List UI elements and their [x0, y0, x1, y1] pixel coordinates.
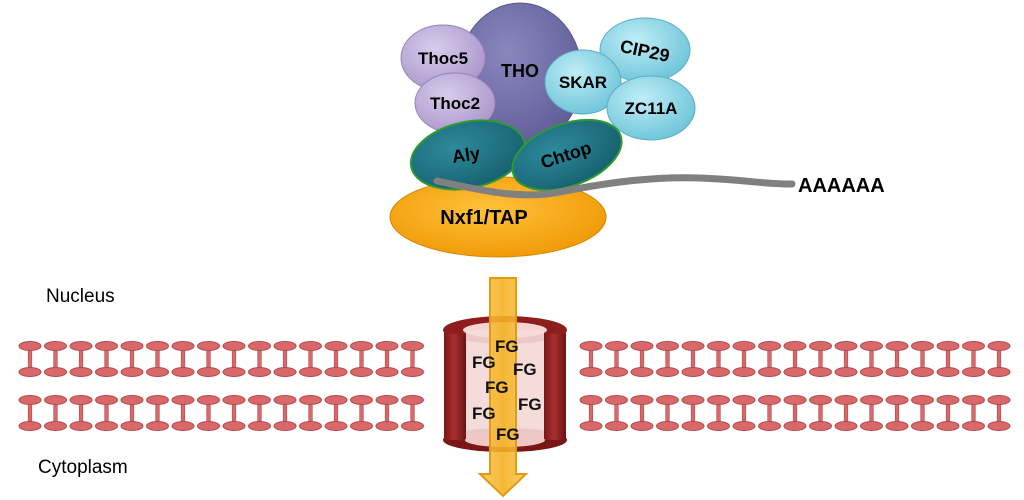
lipid-unit [630, 395, 654, 431]
lipid-unit [605, 395, 628, 431]
export-arrow-shape [477, 277, 529, 498]
tho-label: THO [501, 61, 539, 81]
lipid-unit [732, 341, 756, 377]
lipid-unit [707, 395, 730, 431]
fg-label: FG [472, 404, 496, 423]
lipid-unit [95, 341, 118, 377]
lipid-unit [44, 341, 67, 377]
lipid-unit [197, 395, 220, 431]
zc11a-protein [606, 75, 696, 141]
lipid-unit [324, 341, 348, 377]
fg-label: FG [495, 337, 519, 356]
lipid-unit [783, 341, 807, 377]
lipid-unit [18, 395, 42, 431]
lipid-unit [299, 341, 322, 377]
skar-label: SKAR [559, 73, 607, 92]
lipid-unit [273, 341, 297, 377]
nucleus-label: Nucleus [46, 286, 115, 307]
lipid-unit [860, 395, 883, 431]
lipid-unit [605, 341, 628, 377]
lipid-unit [962, 341, 985, 377]
lipid-unit [834, 341, 858, 377]
pore-front-right [544, 334, 566, 440]
lipid-unit [375, 395, 399, 431]
trex-complex: THO Thoc5 Thoc2 CIP29 SKAR ZC11A Nxf1/TA… [389, 2, 885, 258]
lipid-unit [95, 395, 118, 431]
lipid-unit [350, 341, 373, 377]
lipid-unit [885, 395, 909, 431]
lipid-unit [758, 395, 781, 431]
lipid-unit [401, 341, 424, 377]
thoc5-label: Thoc5 [418, 49, 468, 68]
lipid-unit [936, 395, 960, 431]
aly-label: Aly [451, 143, 482, 167]
lipid-unit [758, 341, 781, 377]
fg-label: FG [513, 360, 537, 379]
lipid-unit [911, 341, 934, 377]
fg-label: FG [518, 395, 542, 414]
pore-front-left [444, 334, 466, 440]
lipid-unit [248, 341, 271, 377]
nuclear-membrane-inner [18, 395, 1011, 431]
lipid-unit [885, 341, 909, 377]
chtop-protein [511, 118, 623, 192]
lipid-unit [197, 341, 220, 377]
lipid-unit [324, 395, 348, 431]
nuclear-membrane-outer [18, 341, 1011, 377]
lipid-unit [44, 395, 67, 431]
lipid-unit [222, 341, 246, 377]
cytoplasm-label: Cytoplasm [38, 457, 128, 478]
fg-label: FG [472, 353, 496, 372]
mrna-strand [433, 174, 796, 199]
lipid-unit [222, 395, 246, 431]
export-arrow [477, 277, 529, 498]
lipid-unit [69, 395, 93, 431]
lipid-unit [809, 395, 832, 431]
lipid-unit [120, 395, 144, 431]
lipid-unit [146, 395, 169, 431]
lipid-unit [783, 395, 807, 431]
lipid-unit [18, 341, 42, 377]
lipid-unit [579, 341, 603, 377]
lipid-unit [69, 341, 93, 377]
fg-repeats: FG FG FG FG FG FG FG [472, 337, 542, 444]
lipid-unit [681, 341, 705, 377]
lipid-unit [350, 395, 373, 431]
thoc2-label: Thoc2 [430, 94, 480, 113]
lipid-unit [962, 395, 985, 431]
lipid-unit [681, 395, 705, 431]
lipid-unit [120, 341, 144, 377]
lipid-unit [375, 341, 399, 377]
lipid-unit [911, 395, 934, 431]
lipid-unit [171, 341, 195, 377]
lipid-unit [299, 395, 322, 431]
nxf1-tap-label: Nxf1/TAP [440, 207, 527, 229]
fg-label: FG [485, 378, 509, 397]
lipid-unit [860, 341, 883, 377]
lipid-unit [171, 395, 195, 431]
skar-protein [544, 49, 622, 115]
nuclear-pore [443, 316, 567, 452]
lipid-unit [707, 341, 730, 377]
lipid-unit [987, 395, 1011, 431]
lipid-unit [401, 395, 424, 431]
lipid-unit [809, 341, 832, 377]
lipid-unit [146, 341, 169, 377]
fg-label: FG [496, 425, 520, 444]
lipid-unit [656, 341, 679, 377]
lipid-unit [630, 341, 654, 377]
lipid-unit [273, 395, 297, 431]
zc11a-label: ZC11A [625, 99, 678, 118]
lipid-unit [987, 341, 1011, 377]
lipid-unit [936, 341, 960, 377]
polya-tail-label: AAAAAA [798, 175, 885, 197]
lipid-unit [834, 395, 858, 431]
lipid-unit [732, 395, 756, 431]
lipid-unit [656, 395, 679, 431]
lipid-unit [248, 395, 271, 431]
lipid-unit [579, 395, 603, 431]
